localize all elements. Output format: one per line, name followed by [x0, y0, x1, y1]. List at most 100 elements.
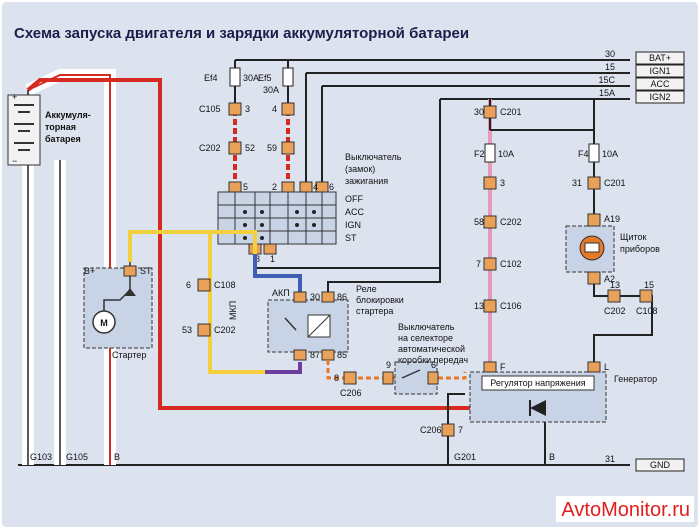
- ground-b-left: B: [114, 452, 120, 462]
- switch-pin-6: 6: [329, 182, 334, 192]
- switch-pin-2: 2: [272, 182, 277, 192]
- selector-pin-6: 6: [431, 360, 436, 370]
- ignition-pos-ign: IGN: [345, 220, 361, 230]
- rail-15-number: 15: [605, 62, 615, 72]
- generator-label: Генератор: [614, 374, 657, 384]
- switch-pin-4: 4: [313, 182, 318, 192]
- fuse-ef5-id: Ef5: [258, 73, 272, 83]
- ignition-pos-st: ST: [345, 233, 357, 243]
- rail-15a-number: 15A: [599, 88, 615, 98]
- starter-st-pin: ST: [140, 266, 152, 276]
- ground-b-right: B: [549, 452, 555, 462]
- battery: + − Аккумуля- торная батарея: [7, 92, 91, 166]
- connector-c105-name: C105: [199, 104, 221, 114]
- regulator-label: Регулятор напряжения: [490, 378, 586, 388]
- connector-c105-pin4: 4: [272, 104, 277, 114]
- ignition-pins-top: 5 2 4 6: [228, 181, 334, 193]
- c202-name-58: C202: [500, 217, 522, 227]
- switch-pin-5: 5: [243, 182, 248, 192]
- switch-pin-3: 3: [255, 254, 260, 264]
- rail-15c-number: 15C: [598, 75, 615, 85]
- c102-name: C102: [500, 259, 522, 269]
- connector-c206-7: C206 7: [420, 423, 463, 437]
- start-wire-akp: [253, 254, 302, 300]
- power-rails: 30 BAT+ 15 IGN1 15C ACC 15A IGN2 31 GND: [18, 49, 685, 472]
- fuse-f4-id: F4: [578, 149, 589, 159]
- rail-bat-tag: BAT+: [649, 53, 671, 63]
- ground-g105: G105: [66, 452, 88, 462]
- selector-switch: 9 6 Выключатель на селекторе автоматичес…: [382, 322, 468, 395]
- c206-pin8: 8: [334, 373, 339, 383]
- fuse-f2: F2 10A: [474, 143, 514, 163]
- starter-motor-symbol: M: [100, 318, 108, 328]
- battery-label-2: торная: [45, 122, 76, 132]
- connector-c202-name: C202: [199, 143, 221, 153]
- ground-labels: G103 G105 B G201 B: [30, 452, 555, 462]
- selector-label-1: Выключатель: [398, 322, 455, 332]
- relay-label-3: стартера: [356, 306, 393, 316]
- generator-pin-f: F: [500, 362, 506, 372]
- connector-c108-15: 15 C108: [636, 280, 658, 316]
- fuse-ef5: Ef5 30A: [258, 60, 294, 110]
- battery-minus: −: [12, 156, 17, 166]
- rail-gnd-tag-box: [635, 458, 685, 472]
- selector-wire: [326, 360, 467, 380]
- connector-c106-13: 13 C106: [474, 299, 522, 313]
- connector-c102-7: 7 C102: [476, 257, 522, 271]
- fuse-f2-rating: 10A: [498, 149, 514, 159]
- start-wire-top: [128, 230, 257, 262]
- c201-pin31: 31: [572, 178, 582, 188]
- starter: M ST B+ Стартер: [83, 262, 153, 360]
- connector-c202-pin52: 52: [245, 143, 255, 153]
- c108-name-15: C108: [636, 306, 658, 316]
- c202-name-53: C202: [214, 325, 236, 335]
- diode-icon: [530, 400, 546, 416]
- instrument-cluster: A19 A2 Щиток приборов: [565, 213, 660, 285]
- ignition-pos-off: OFF: [345, 194, 363, 204]
- connector-c202-pin59: 59: [267, 143, 277, 153]
- c202-pin13: 13: [610, 280, 620, 290]
- battery-label-1: Аккумуля-: [45, 110, 91, 120]
- fuse-f4: F4 10A: [578, 143, 618, 163]
- rail-30-number: 30: [605, 49, 615, 59]
- fuse-ef4-rating: 30A: [243, 73, 259, 83]
- ignition-pos-acc: ACC: [345, 207, 365, 217]
- rail-acc-tag-box: [635, 77, 685, 91]
- ignition-label-1: Выключатель: [345, 152, 402, 162]
- fuse-ef5-rating: 30A: [263, 85, 279, 95]
- relay-akp-label: АКП: [272, 288, 290, 298]
- ground-g103: G103: [30, 452, 52, 462]
- relay-label-1: Реле: [356, 284, 377, 294]
- c202-pin53: 53: [182, 325, 192, 335]
- connector-c105-pin3: 3: [245, 104, 250, 114]
- c206-name-7: C206: [420, 425, 442, 435]
- selector-label-4: коробки передач: [398, 355, 468, 365]
- battery-label-3: батарея: [45, 134, 81, 144]
- watermark-box: [556, 496, 694, 522]
- ignition-label-3: зажигания: [345, 176, 388, 186]
- c106-name: C106: [500, 301, 522, 311]
- relay-pin-87: 87: [310, 350, 320, 360]
- cluster-pin-a19: A19: [604, 214, 620, 224]
- rail-ign2-tag: IGN2: [649, 92, 670, 102]
- fuse-ef4-id: Ef4: [204, 73, 218, 83]
- c106-pin13: 13: [474, 301, 484, 311]
- c108-name: C108: [214, 280, 236, 290]
- cluster-label-1: Щиток: [620, 232, 646, 242]
- selector-label-2: на селекторе: [398, 333, 453, 343]
- selector-pin-9: 9: [386, 360, 391, 370]
- connector-c206-8: 8 C206: [334, 371, 362, 398]
- connector-c202-13: 13 C202: [604, 280, 626, 316]
- relay-pin-30: 30: [310, 292, 320, 302]
- connector-c105: C105 3 4: [199, 102, 295, 116]
- battery-positive-wire: [26, 78, 470, 410]
- ignition-switch: OFF ACC IGN ST Выключатель (замок) зажиг…: [217, 152, 402, 245]
- starter-bplus-pin: B+: [84, 266, 95, 276]
- fuse-f2-id: F2: [474, 149, 485, 159]
- selector-label-3: автоматической: [398, 344, 465, 354]
- ignition-label-2: (замок): [345, 164, 375, 174]
- rail-ign1-tag-box: [635, 64, 685, 78]
- connector-c201-30: 30 C201: [474, 105, 522, 119]
